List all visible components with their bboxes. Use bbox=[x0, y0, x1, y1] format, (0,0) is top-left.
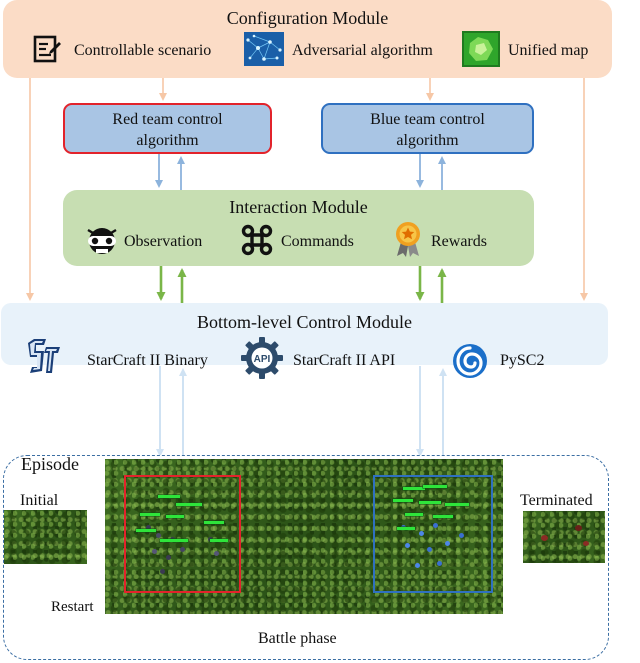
commands-label: Commands bbox=[281, 233, 354, 250]
starcraft-api-label: StarCraft II API bbox=[293, 352, 396, 369]
red-team-line1: Red team control bbox=[112, 111, 223, 128]
deepmind-logo-icon bbox=[453, 344, 487, 378]
battle-phase-label: Battle phase bbox=[258, 630, 337, 647]
blue-team-control-box: Blue team control algorithm bbox=[321, 103, 534, 154]
observation-label: Observation bbox=[124, 233, 203, 250]
neural-network-icon bbox=[244, 32, 284, 66]
blue-team-frame bbox=[373, 475, 493, 593]
battle-phase-image bbox=[105, 459, 503, 614]
medal-icon bbox=[396, 222, 420, 257]
terminated-battlefield-image bbox=[523, 511, 605, 563]
map-icon bbox=[462, 31, 500, 67]
terminated-label: Terminated bbox=[520, 492, 593, 509]
unified-map-label: Unified map bbox=[508, 42, 589, 59]
configuration-module-title: Configuration Module bbox=[226, 8, 389, 28]
blue-team-line2: algorithm bbox=[396, 132, 459, 149]
controllable-scenario-label: Controllable scenario bbox=[74, 42, 212, 59]
api-gear-icon: API bbox=[241, 337, 283, 379]
adversarial-algorithm-label: Adversarial algorithm bbox=[292, 42, 433, 59]
api-icon-text: API bbox=[254, 354, 271, 365]
red-team-frame bbox=[124, 475, 241, 593]
document-edit-icon bbox=[33, 35, 61, 63]
blue-team-line1: Blue team control bbox=[370, 111, 485, 128]
rewards-label: Rewards bbox=[431, 233, 487, 250]
robot-face-icon bbox=[87, 228, 117, 254]
configuration-module: Configuration Module bbox=[3, 0, 612, 78]
pysc2-label: PySC2 bbox=[500, 352, 545, 369]
initial-label: Initial bbox=[20, 492, 59, 509]
starcraft-binary-label: StarCraft II Binary bbox=[87, 352, 208, 369]
interaction-module-title: Interaction Module bbox=[229, 197, 368, 217]
interaction-module: Interaction Module bbox=[63, 190, 534, 266]
red-team-line2: algorithm bbox=[136, 132, 199, 149]
red-team-control-box: Red team control algorithm bbox=[63, 103, 272, 154]
command-key-icon bbox=[241, 224, 273, 256]
bottom-level-title: Bottom-level Control Module bbox=[197, 312, 412, 332]
episode-title: Episode bbox=[21, 454, 79, 474]
initial-battlefield-image bbox=[4, 510, 87, 564]
starcraft-logo-icon bbox=[28, 339, 60, 373]
restart-label: Restart bbox=[51, 599, 94, 615]
bottom-level-control-module: Bottom-level Control Module bbox=[1, 303, 608, 365]
